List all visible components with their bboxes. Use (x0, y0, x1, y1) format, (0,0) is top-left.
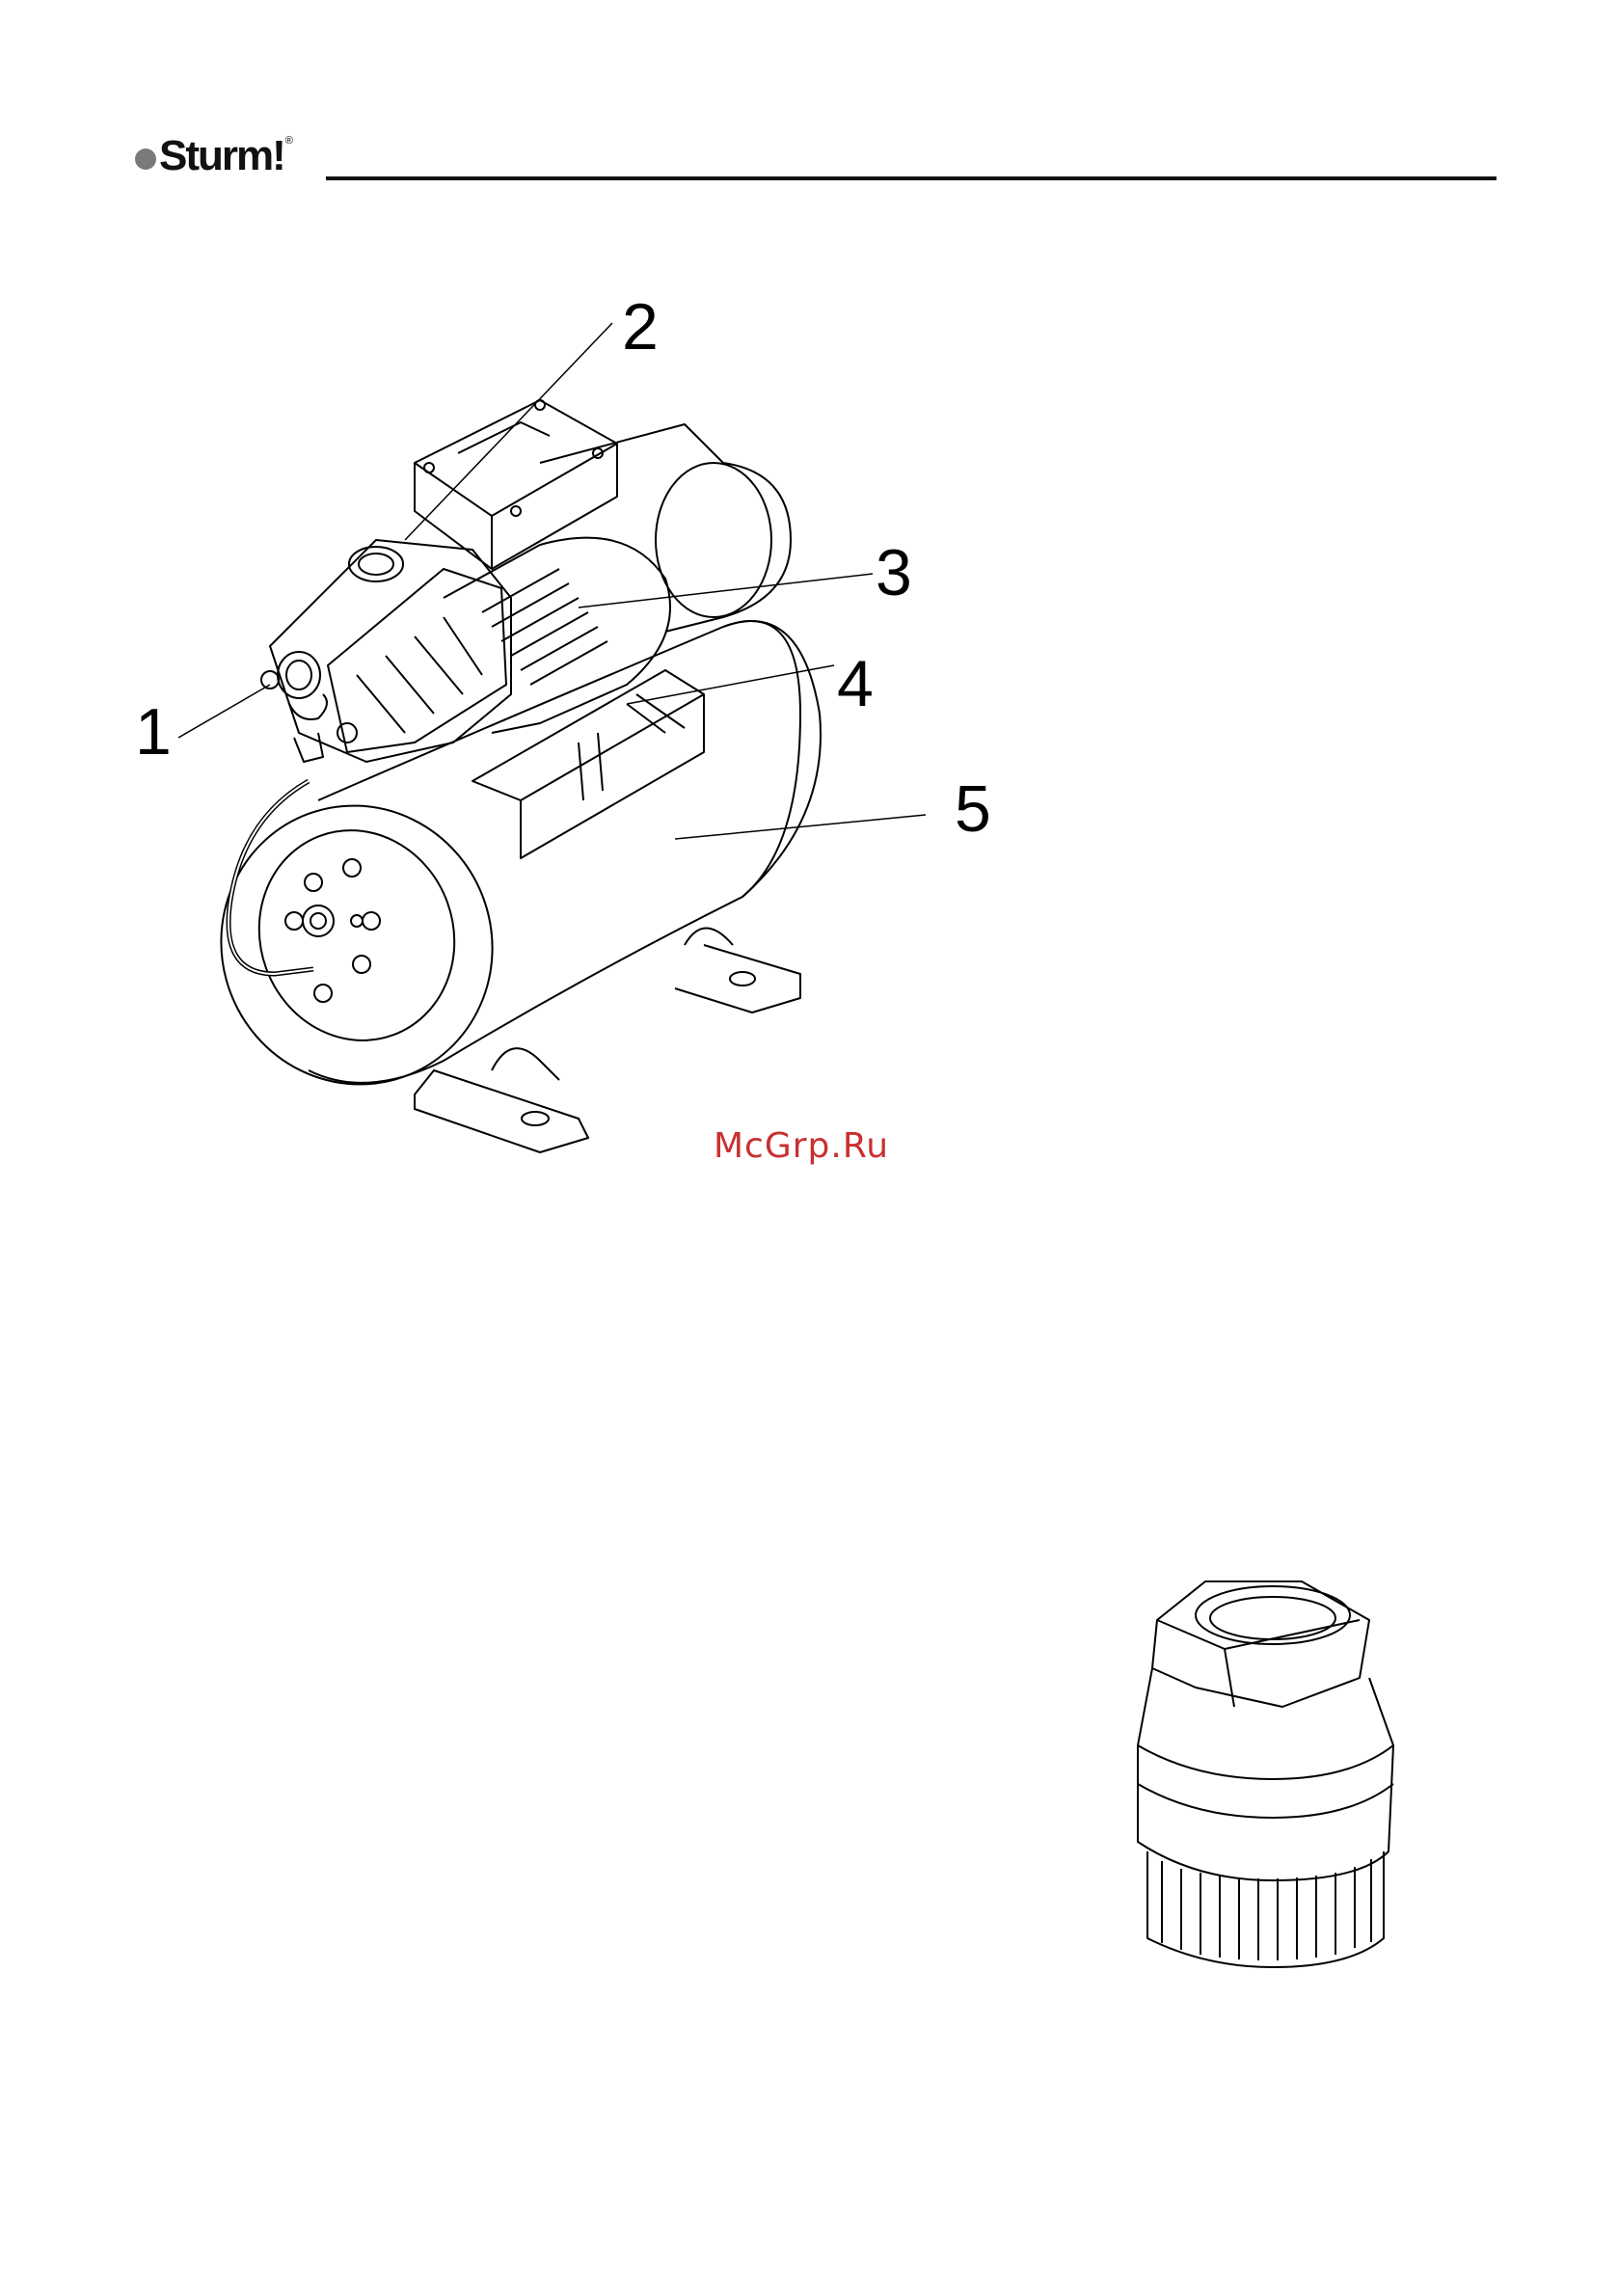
callout-1: 1 (135, 694, 172, 770)
watermark: McGrp.Ru (714, 1126, 889, 1166)
valve-hex-nut (1152, 1581, 1369, 1707)
callout-2: 2 (622, 289, 659, 365)
valve-strainer (1147, 1851, 1384, 1967)
logo-dot-icon (135, 149, 156, 170)
page-header: Sturm! ® (135, 130, 1497, 188)
callout-3: 3 (876, 535, 912, 610)
callout-4: 4 (837, 646, 874, 721)
foot-valve-drawing (1119, 1562, 1427, 2044)
registered-mark: ® (285, 135, 293, 147)
callout-5: 5 (955, 771, 991, 847)
terminal-box (415, 400, 617, 569)
brand-name: Sturm! (159, 135, 284, 177)
pump-head (261, 540, 511, 762)
valve-body (1138, 1668, 1393, 1880)
tank-feet (415, 929, 800, 1153)
pump-station-drawing (125, 280, 1032, 1196)
callout-leaders (178, 323, 926, 839)
tank-body (182, 621, 821, 1122)
header-rule (326, 176, 1497, 180)
brand-logo: Sturm! ® (135, 136, 292, 176)
flange-bolts (285, 859, 380, 1002)
